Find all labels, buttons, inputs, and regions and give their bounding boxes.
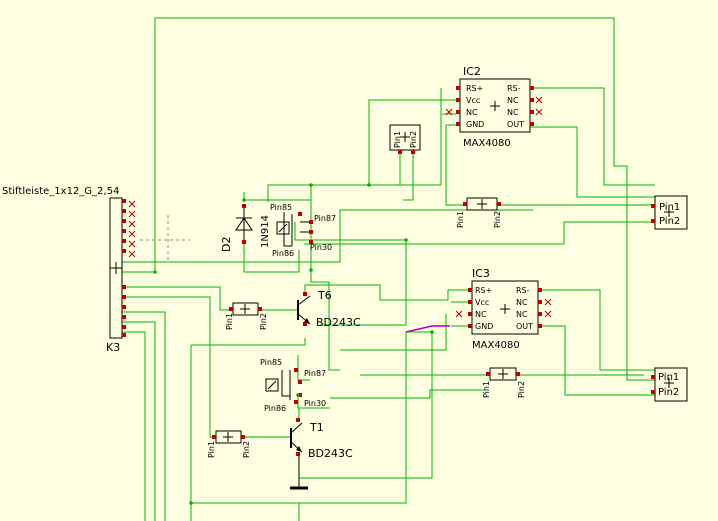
wire bbox=[122, 321, 156, 521]
wire bbox=[320, 240, 407, 326]
wire bbox=[294, 222, 406, 241]
connector-k3[interactable]: Stiftleiste_1x12_G_2,54 K3 bbox=[2, 186, 136, 354]
connector-right-top[interactable]: Pin1 Pin2 bbox=[651, 195, 688, 230]
wire bbox=[368, 99, 456, 185]
ic2-pin-left-1: RS+ bbox=[466, 84, 483, 93]
wire bbox=[122, 286, 233, 311]
ic3-pin-right-3: NC bbox=[516, 310, 528, 319]
transistor-t1[interactable]: T1 BD243C bbox=[290, 418, 353, 490]
junctions bbox=[153, 183, 434, 505]
ic3-pin-right-1: RS- bbox=[516, 286, 530, 295]
resistor-t6-base[interactable]: Pin1 Pin2 bbox=[225, 302, 268, 330]
ic3-value: MAX4080 bbox=[472, 340, 520, 351]
connector-name: Stiftleiste_1x12_G_2,54 bbox=[2, 186, 119, 197]
resistor-mid[interactable]: Pin1 Pin2 bbox=[482, 367, 526, 398]
wire bbox=[445, 125, 464, 206]
connector-right-bottom[interactable]: Pin1 Pin2 bbox=[651, 367, 688, 402]
wire bbox=[191, 338, 306, 346]
resistor-top-pin1: Pin1 bbox=[456, 211, 465, 228]
connector-right-bottom-pin2: Pin2 bbox=[658, 387, 679, 398]
wire bbox=[122, 296, 216, 438]
transistor-t6[interactable]: T6 BD243C bbox=[297, 289, 361, 329]
ic2-pin-right-4: OUT bbox=[507, 120, 524, 129]
ic2-value: MAX4080 bbox=[463, 138, 511, 149]
resistor-t1-pin2: Pin2 bbox=[242, 441, 251, 458]
wire bbox=[191, 331, 432, 504]
wire bbox=[538, 289, 655, 371]
ic2-pin-right-2: NC bbox=[507, 96, 519, 105]
diode-ref: D2 bbox=[220, 237, 233, 252]
wire bbox=[122, 311, 166, 521]
ic2-pin-right-1: RS- bbox=[507, 84, 521, 93]
ic-ic3[interactable]: IC3 MAX4080 RS+ Vcc NC GND RS- NC NC OUT bbox=[455, 267, 552, 351]
highlighted-net bbox=[405, 325, 450, 333]
diode-d2[interactable]: D2 1N914 bbox=[220, 204, 271, 252]
ic3-pin-left-1: RS+ bbox=[475, 286, 492, 295]
ic2-pin-left-2: Vcc bbox=[466, 96, 480, 105]
resistor-t1-pin1: Pin1 bbox=[207, 441, 216, 458]
wires bbox=[122, 17, 655, 521]
transistor-t6-value: BD243C bbox=[316, 316, 361, 329]
resistor-top-pin2: Pin2 bbox=[493, 211, 502, 228]
connector-right-top-pin1: Pin1 bbox=[659, 202, 680, 213]
wire bbox=[122, 209, 533, 263]
wire bbox=[304, 284, 472, 301]
wire bbox=[299, 332, 433, 479]
connector-right-top-pin2: Pin2 bbox=[659, 216, 680, 227]
origin-crosshair bbox=[140, 215, 190, 262]
header-top-pin1: Pin1 bbox=[393, 131, 402, 148]
wire bbox=[530, 87, 655, 186]
wire bbox=[403, 150, 414, 201]
ic-ic2[interactable]: IC2 MAX4080 RS+ Vcc NC GND RS- NC NC OUT bbox=[445, 65, 543, 149]
ic2-pin-right-3: NC bbox=[507, 108, 519, 117]
wire bbox=[243, 192, 311, 201]
wire bbox=[297, 395, 330, 409]
resistor-mid-pin1: Pin1 bbox=[482, 381, 491, 398]
connector-ref: K3 bbox=[106, 341, 120, 354]
resistor-mid-pin2: Pin2 bbox=[517, 381, 526, 398]
relay-bottom-pin30: Pin30 bbox=[304, 399, 326, 408]
relay-bottom-pin86: Pin86 bbox=[264, 404, 286, 413]
relay-top-pin30: Pin30 bbox=[310, 243, 332, 252]
ic3-pin-right-4: OUT bbox=[516, 322, 533, 331]
connector-right-bottom-pin1: Pin1 bbox=[658, 372, 679, 383]
transistor-t1-value: BD243C bbox=[308, 447, 353, 460]
wire bbox=[330, 389, 485, 399]
transistor-t6-ref: T6 bbox=[317, 289, 332, 302]
relay-bottom[interactable]: Pin85 Pin87 Pin30 Pin86 bbox=[260, 358, 326, 413]
wire bbox=[310, 185, 340, 371]
wire bbox=[122, 331, 146, 521]
transistor-t1-ref: T1 bbox=[309, 421, 324, 434]
resistor-top[interactable]: Pin1 Pin2 bbox=[456, 197, 502, 228]
wire bbox=[243, 240, 300, 273]
ic3-pin-right-2: NC bbox=[516, 298, 528, 307]
ic3-pin-left-2: Vcc bbox=[475, 298, 489, 307]
relay-top-pin85: Pin85 bbox=[270, 203, 292, 212]
wire bbox=[267, 88, 442, 202]
ic2-ref: IC2 bbox=[463, 65, 481, 78]
relay-top-pin87: Pin87 bbox=[314, 214, 336, 223]
resistor-t1-base[interactable]: Pin1 Pin2 bbox=[207, 430, 251, 458]
header-top-pin2: Pin2 bbox=[409, 131, 418, 148]
wire bbox=[538, 325, 655, 396]
resistor-t6-pin2: Pin2 bbox=[259, 313, 268, 330]
wire bbox=[304, 221, 655, 245]
relay-top[interactable]: Pin85 Pin87 Pin30 Pin86 bbox=[270, 203, 336, 258]
ic3-pin-left-3: NC bbox=[475, 310, 487, 319]
ic2-pin-left-3: NC bbox=[466, 108, 478, 117]
wire bbox=[154, 17, 655, 381]
relay-top-pin86: Pin86 bbox=[272, 249, 294, 258]
header-two-pin-top[interactable]: Pin1 Pin2 bbox=[389, 124, 421, 154]
resistor-t6-pin1: Pin1 bbox=[225, 313, 234, 330]
ic2-pin-left-4: GND bbox=[466, 120, 484, 129]
relay-bottom-pin87: Pin87 bbox=[304, 369, 326, 378]
wire bbox=[530, 126, 655, 198]
ic3-pin-left-4: GND bbox=[475, 322, 493, 331]
relay-bottom-pin85: Pin85 bbox=[260, 358, 282, 367]
diode-value: 1N914 bbox=[260, 215, 271, 248]
ic3-ref: IC3 bbox=[472, 267, 490, 280]
